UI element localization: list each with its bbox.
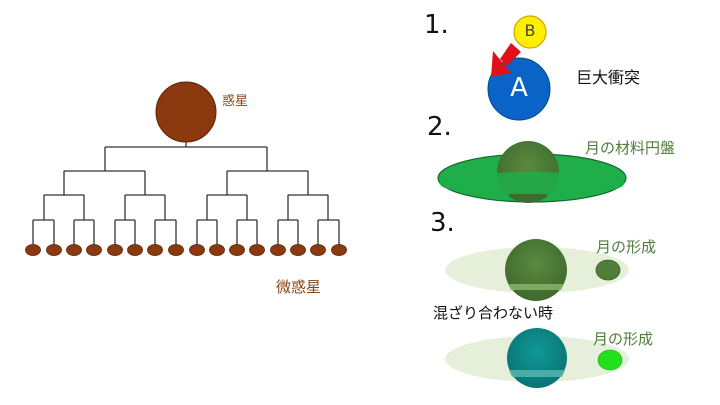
planet-label: 惑星 <box>222 94 249 109</box>
earth-teal-circle <box>507 328 567 388</box>
step-2-number: 2. <box>427 112 452 142</box>
planetesimal <box>290 244 306 256</box>
body-b-label: B <box>524 21 536 40</box>
planetesimal <box>147 244 163 256</box>
planetesimal <box>66 244 82 256</box>
earth-green-circle-2 <box>505 239 567 301</box>
planetesimal <box>249 244 265 256</box>
planetesimal <box>310 244 326 256</box>
moon-bright <box>597 349 623 371</box>
body-a-label: A <box>510 73 528 103</box>
planetesimal <box>331 244 347 256</box>
earth-band-light <box>508 284 564 290</box>
planetesimal <box>46 244 62 256</box>
moon-formation-label-top: 月の形成 <box>596 238 657 256</box>
planetesimal <box>209 244 225 256</box>
planetesimal-label: 微惑星 <box>276 278 322 296</box>
planetesimal <box>189 244 205 256</box>
planetesimal <box>270 244 286 256</box>
moon-formation-label-bottom: 月の形成 <box>593 330 654 348</box>
accretion-tree <box>32 140 340 246</box>
giant-impact-label: 巨大衝突 <box>576 68 641 87</box>
impact-arrow <box>491 43 521 77</box>
not-mixed-label: 混ざり合わない時 <box>433 304 554 322</box>
earth-lower-cap <box>508 194 548 202</box>
planetesimal <box>127 244 143 256</box>
body-b-circle <box>513 15 547 49</box>
disk-label: 月の材料円盤 <box>585 139 676 157</box>
planetesimal-row <box>25 244 347 256</box>
planetesimal <box>229 244 245 256</box>
earth-teal-band <box>509 370 565 377</box>
planetesimal <box>107 244 123 256</box>
planetesimal <box>25 244 41 256</box>
step-1-number: 1. <box>424 10 449 40</box>
planet-circle <box>155 81 217 143</box>
disk-front-band <box>440 172 624 196</box>
moon-green <box>595 259 621 281</box>
step-3-number: 3. <box>430 208 455 238</box>
planetesimal <box>168 244 184 256</box>
planetesimal <box>86 244 102 256</box>
